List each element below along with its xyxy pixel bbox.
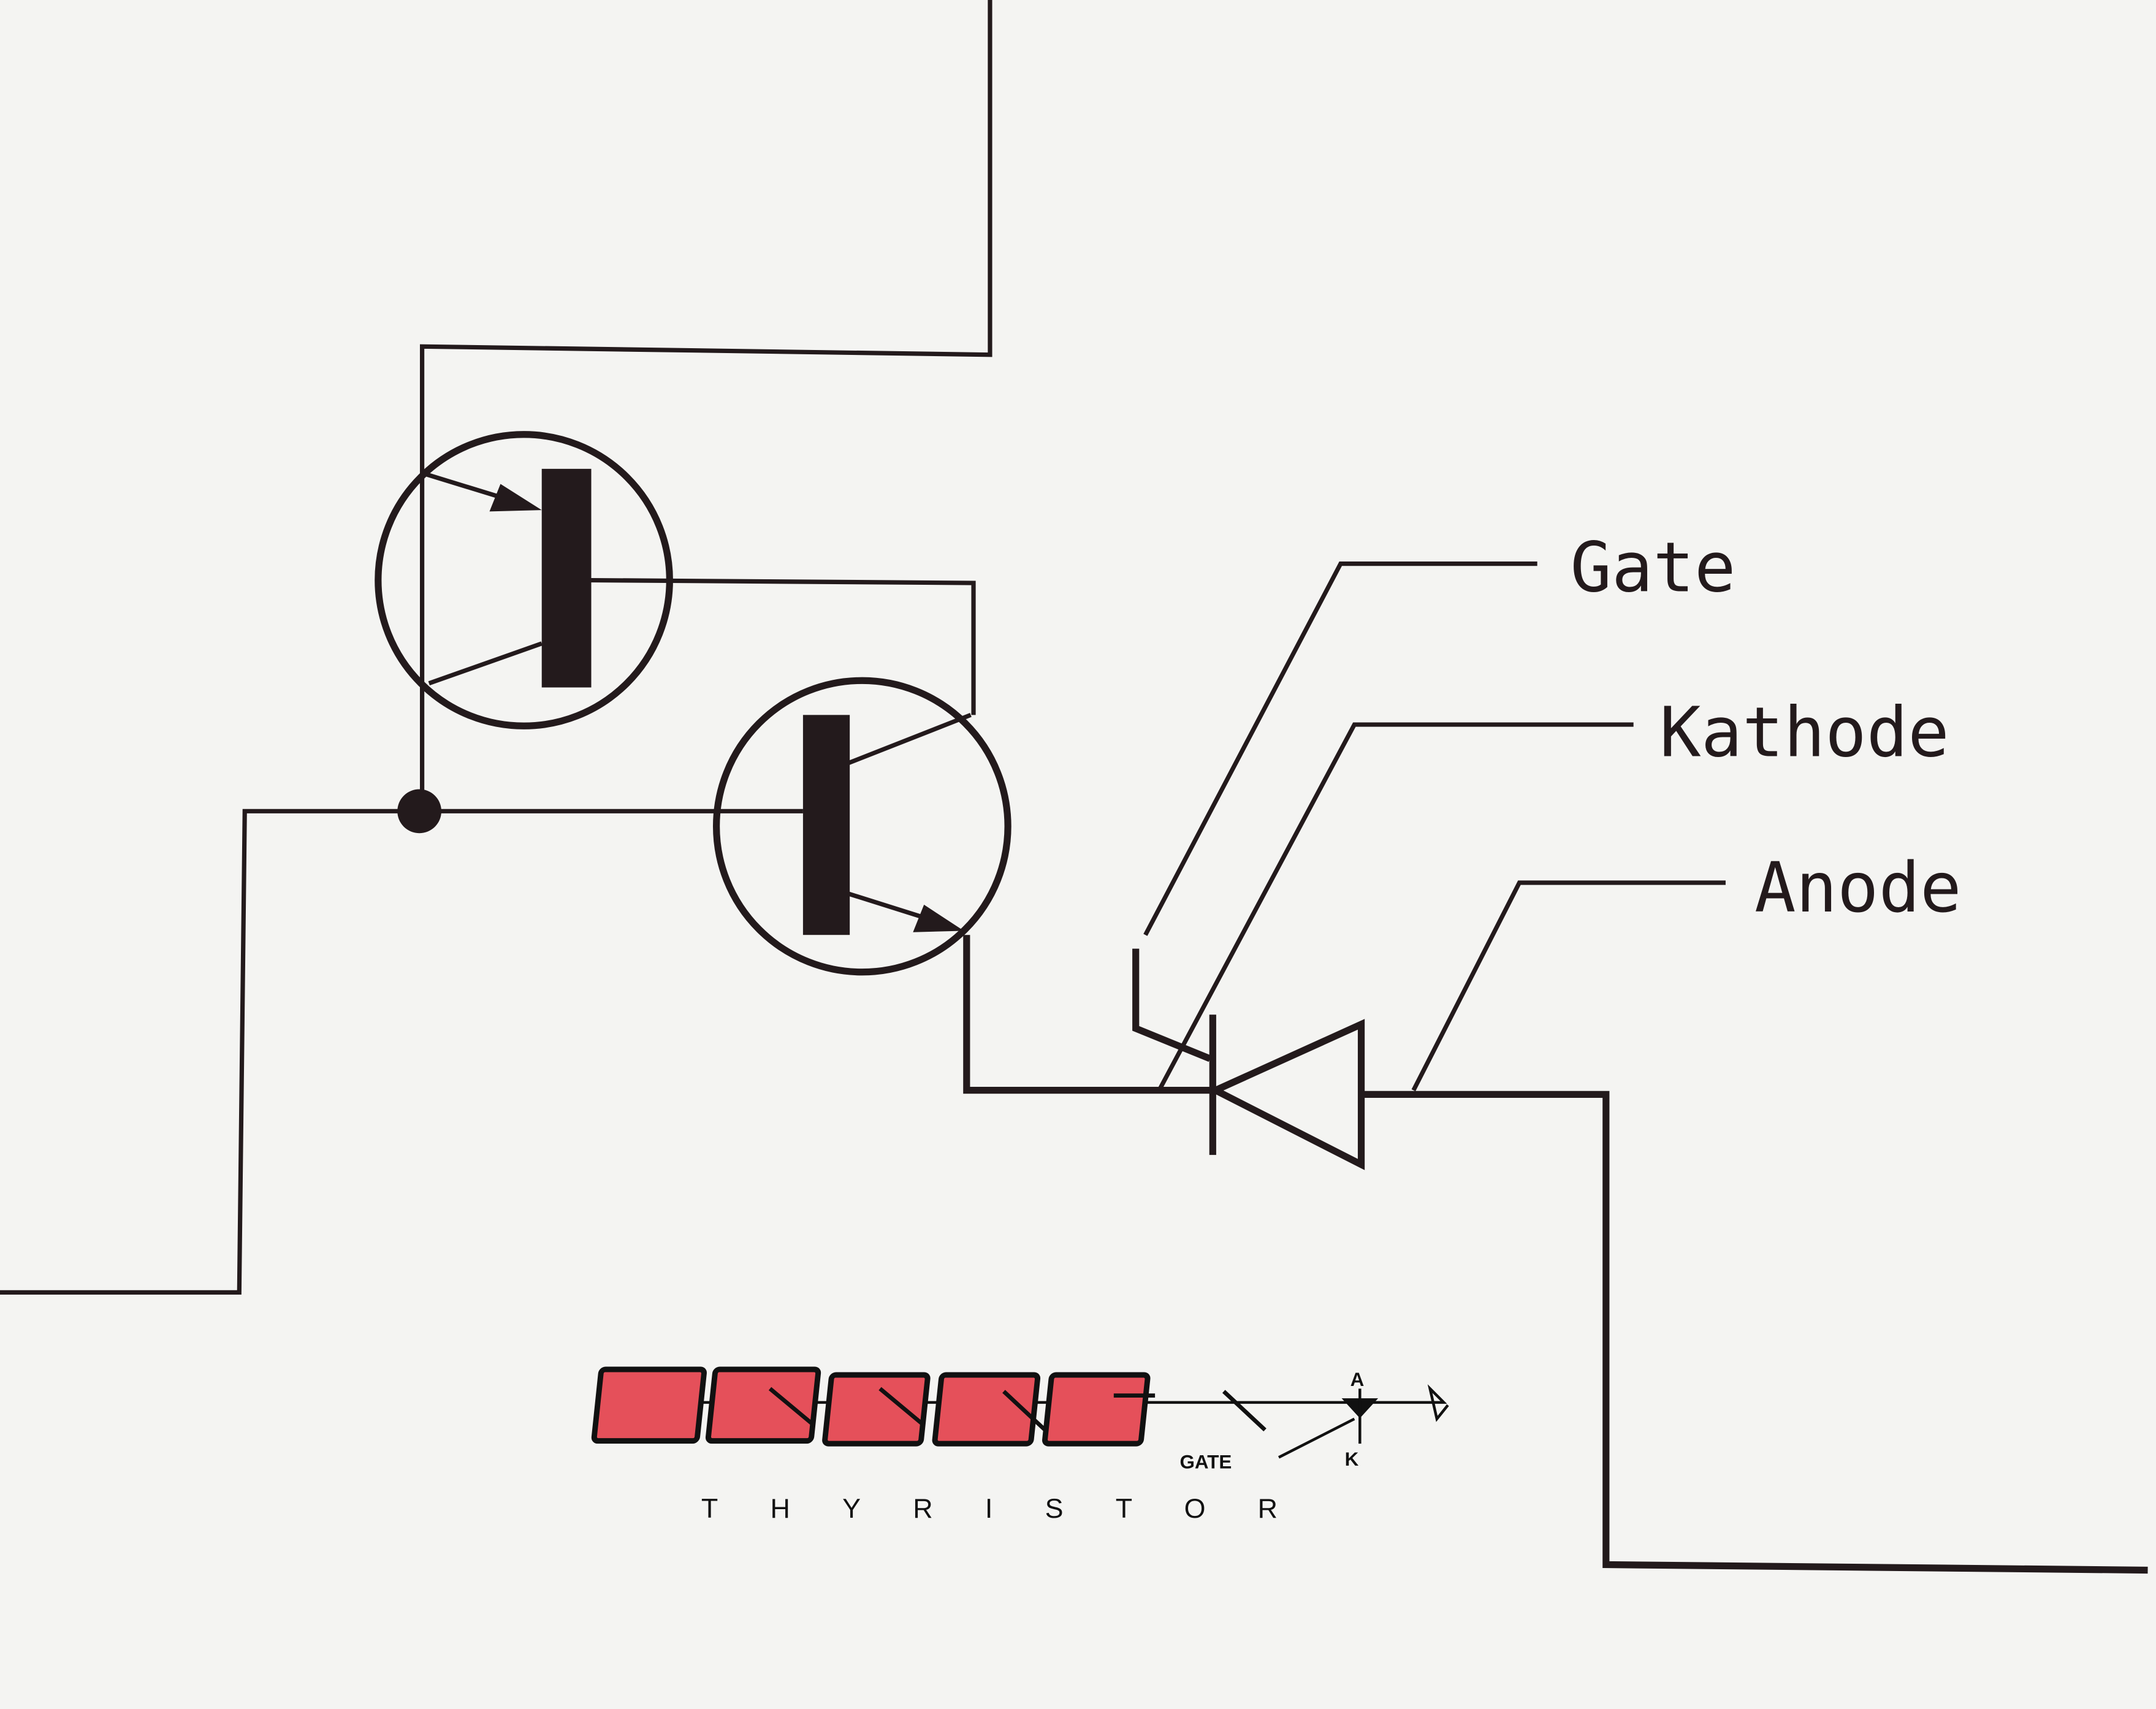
- logo-gate-mark: GATE: [1179, 1451, 1232, 1472]
- leader-lines: [1143, 561, 1726, 1092]
- thyristor-logo: GATE A K THYRISTOR: [591, 1366, 1449, 1524]
- transistor-2: [712, 677, 1210, 1094]
- left-wire: [0, 789, 803, 1295]
- logo-title: THYRISTOR: [701, 1493, 1330, 1524]
- anode-label: Anode: [1754, 848, 1962, 928]
- emitter-arrow-icon: [489, 484, 542, 512]
- top-wire: [420, 0, 992, 812]
- emitter-arrow-icon: [913, 904, 964, 932]
- logo-kathode-mark: K: [1345, 1448, 1359, 1470]
- kathode-label: Kathode: [1659, 693, 1949, 773]
- thyristor-symbol: [1132, 948, 2148, 1574]
- logo-anode-mark: A: [1350, 1369, 1365, 1390]
- logo-thyristor-icon: [1278, 1388, 1379, 1459]
- gate-label: Gate: [1570, 528, 1735, 607]
- junction-dot: [397, 789, 441, 834]
- transistor-1: [375, 431, 976, 729]
